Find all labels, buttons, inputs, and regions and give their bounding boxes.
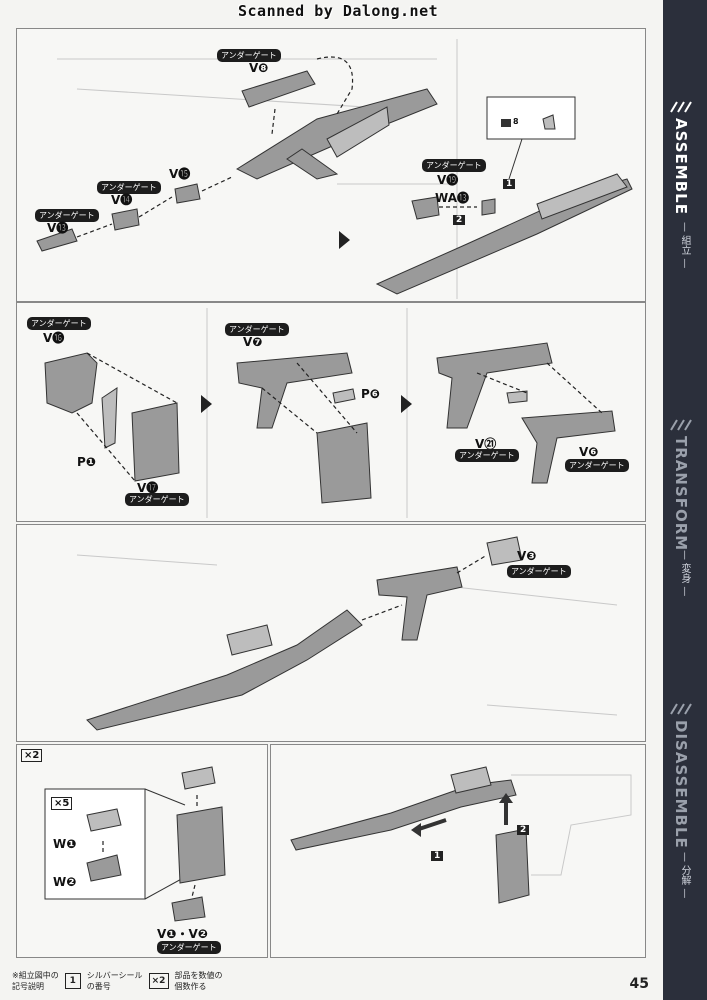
panel-5-illustration (290, 766, 632, 904)
part-label-v6: V❻ (579, 445, 599, 459)
panel-1-illustration (36, 39, 633, 299)
quantity-badge: ×5 (51, 797, 73, 810)
step-number-1: 1 (503, 179, 516, 189)
step-number-1: 1 (431, 851, 444, 861)
legend-title: ※組立図中の 記号説明 (12, 971, 59, 991)
quantity-badge: ×2 (21, 749, 43, 762)
quantity-icon: ×2 (148, 973, 169, 989)
sidebar: ASSEMBLE — 組立 — TRANSFORM — 変身 — DISASSE… (663, 0, 707, 1000)
gate-tag: アンダーゲート (125, 493, 189, 506)
part-label-v13: V⓭ (47, 221, 69, 235)
section-transform-sub: — 変身 — (679, 550, 690, 597)
section-disassemble-sub: — 分解 — (679, 852, 690, 899)
panel-3-illustration (76, 536, 618, 731)
part-label-v1-v2: V❶・V❷ (157, 927, 208, 941)
sticker-number: 8 (513, 117, 519, 126)
gate-tag: アンダーゲート (97, 181, 161, 194)
section-assemble: ASSEMBLE (672, 118, 690, 215)
step-arrow (339, 231, 350, 249)
section-disassemble: DISASSEMBLE (672, 720, 690, 849)
step-number-2: 2 (453, 215, 466, 225)
part-label-wa13: WA⓭ (435, 191, 469, 205)
part-label-v14: V⓮ (111, 193, 133, 207)
part-label-v19: V⓳ (437, 173, 459, 187)
panel-4-illustration (44, 766, 226, 922)
section-mark-icon (669, 418, 699, 432)
gate-tag: アンダーゲート (225, 323, 289, 336)
gate-tag: アンダーゲート (27, 317, 91, 330)
part-label-v16: V⓰ (43, 331, 65, 345)
gate-tag: アンダーゲート (422, 159, 486, 172)
part-label-p6: P❻ (361, 387, 380, 401)
part-label-v15: V⓯ (169, 167, 191, 181)
part-label-v8: V❽ (249, 61, 269, 75)
part-label-w2: W❷ (53, 875, 77, 889)
step-panel-5: 1 2 (270, 744, 646, 958)
step-panel-2: アンダーゲート V⓰ P❶ V⓱ アンダーゲート アンダーゲート V❼ P❻ V… (16, 302, 646, 522)
part-label-p1: P❶ (77, 455, 96, 469)
part-label-v17: V⓱ (137, 481, 159, 495)
step-panel-4: ×2 ×5 W❶ W❷ V❶・V❷ アンダーゲート (16, 744, 268, 958)
gate-tag: アンダーゲート (507, 565, 571, 578)
gate-tag: アンダーゲート (217, 49, 281, 62)
sticker-legend-text: シルバーシール の番号 (86, 971, 143, 991)
section-mark-icon (669, 100, 699, 114)
step-arrow (401, 395, 412, 413)
step-number-2: 2 (517, 825, 530, 835)
part-label-w1: W❶ (53, 837, 77, 851)
step-arrow (201, 395, 212, 413)
section-mark-icon (669, 702, 699, 716)
quantity-legend-text: 部品を数値の 個数作る (174, 971, 223, 991)
gate-tag: アンダーゲート (157, 941, 221, 954)
step-panel-3: V❸ アンダーゲート (16, 524, 646, 742)
step-panel-1: アンダーゲート V❽ アンダーゲート V⓮ アンダーゲート V⓭ V⓯ アンダー… (16, 28, 646, 302)
panel-2-illustration (44, 308, 616, 518)
gate-tag: アンダーゲート (35, 209, 99, 222)
part-label-v7: V❼ (243, 335, 263, 349)
gate-tag: アンダーゲート (455, 449, 519, 462)
section-assemble-sub: — 組立 — (679, 222, 690, 269)
symbol-legend: ※組立図中の 記号説明 1 シルバーシール の番号 ×2 部品を数値の 個数作る (12, 970, 223, 992)
page-number: 45 (629, 976, 649, 992)
scan-credit: Scanned by Dalong.net (238, 2, 439, 20)
section-transform: TRANSFORM (672, 436, 690, 552)
part-label-v3: V❸ (517, 549, 537, 563)
sticker-icon: 1 (64, 973, 81, 989)
part-label-v21: V㉑ (475, 437, 497, 451)
gate-tag: アンダーゲート (565, 459, 629, 472)
